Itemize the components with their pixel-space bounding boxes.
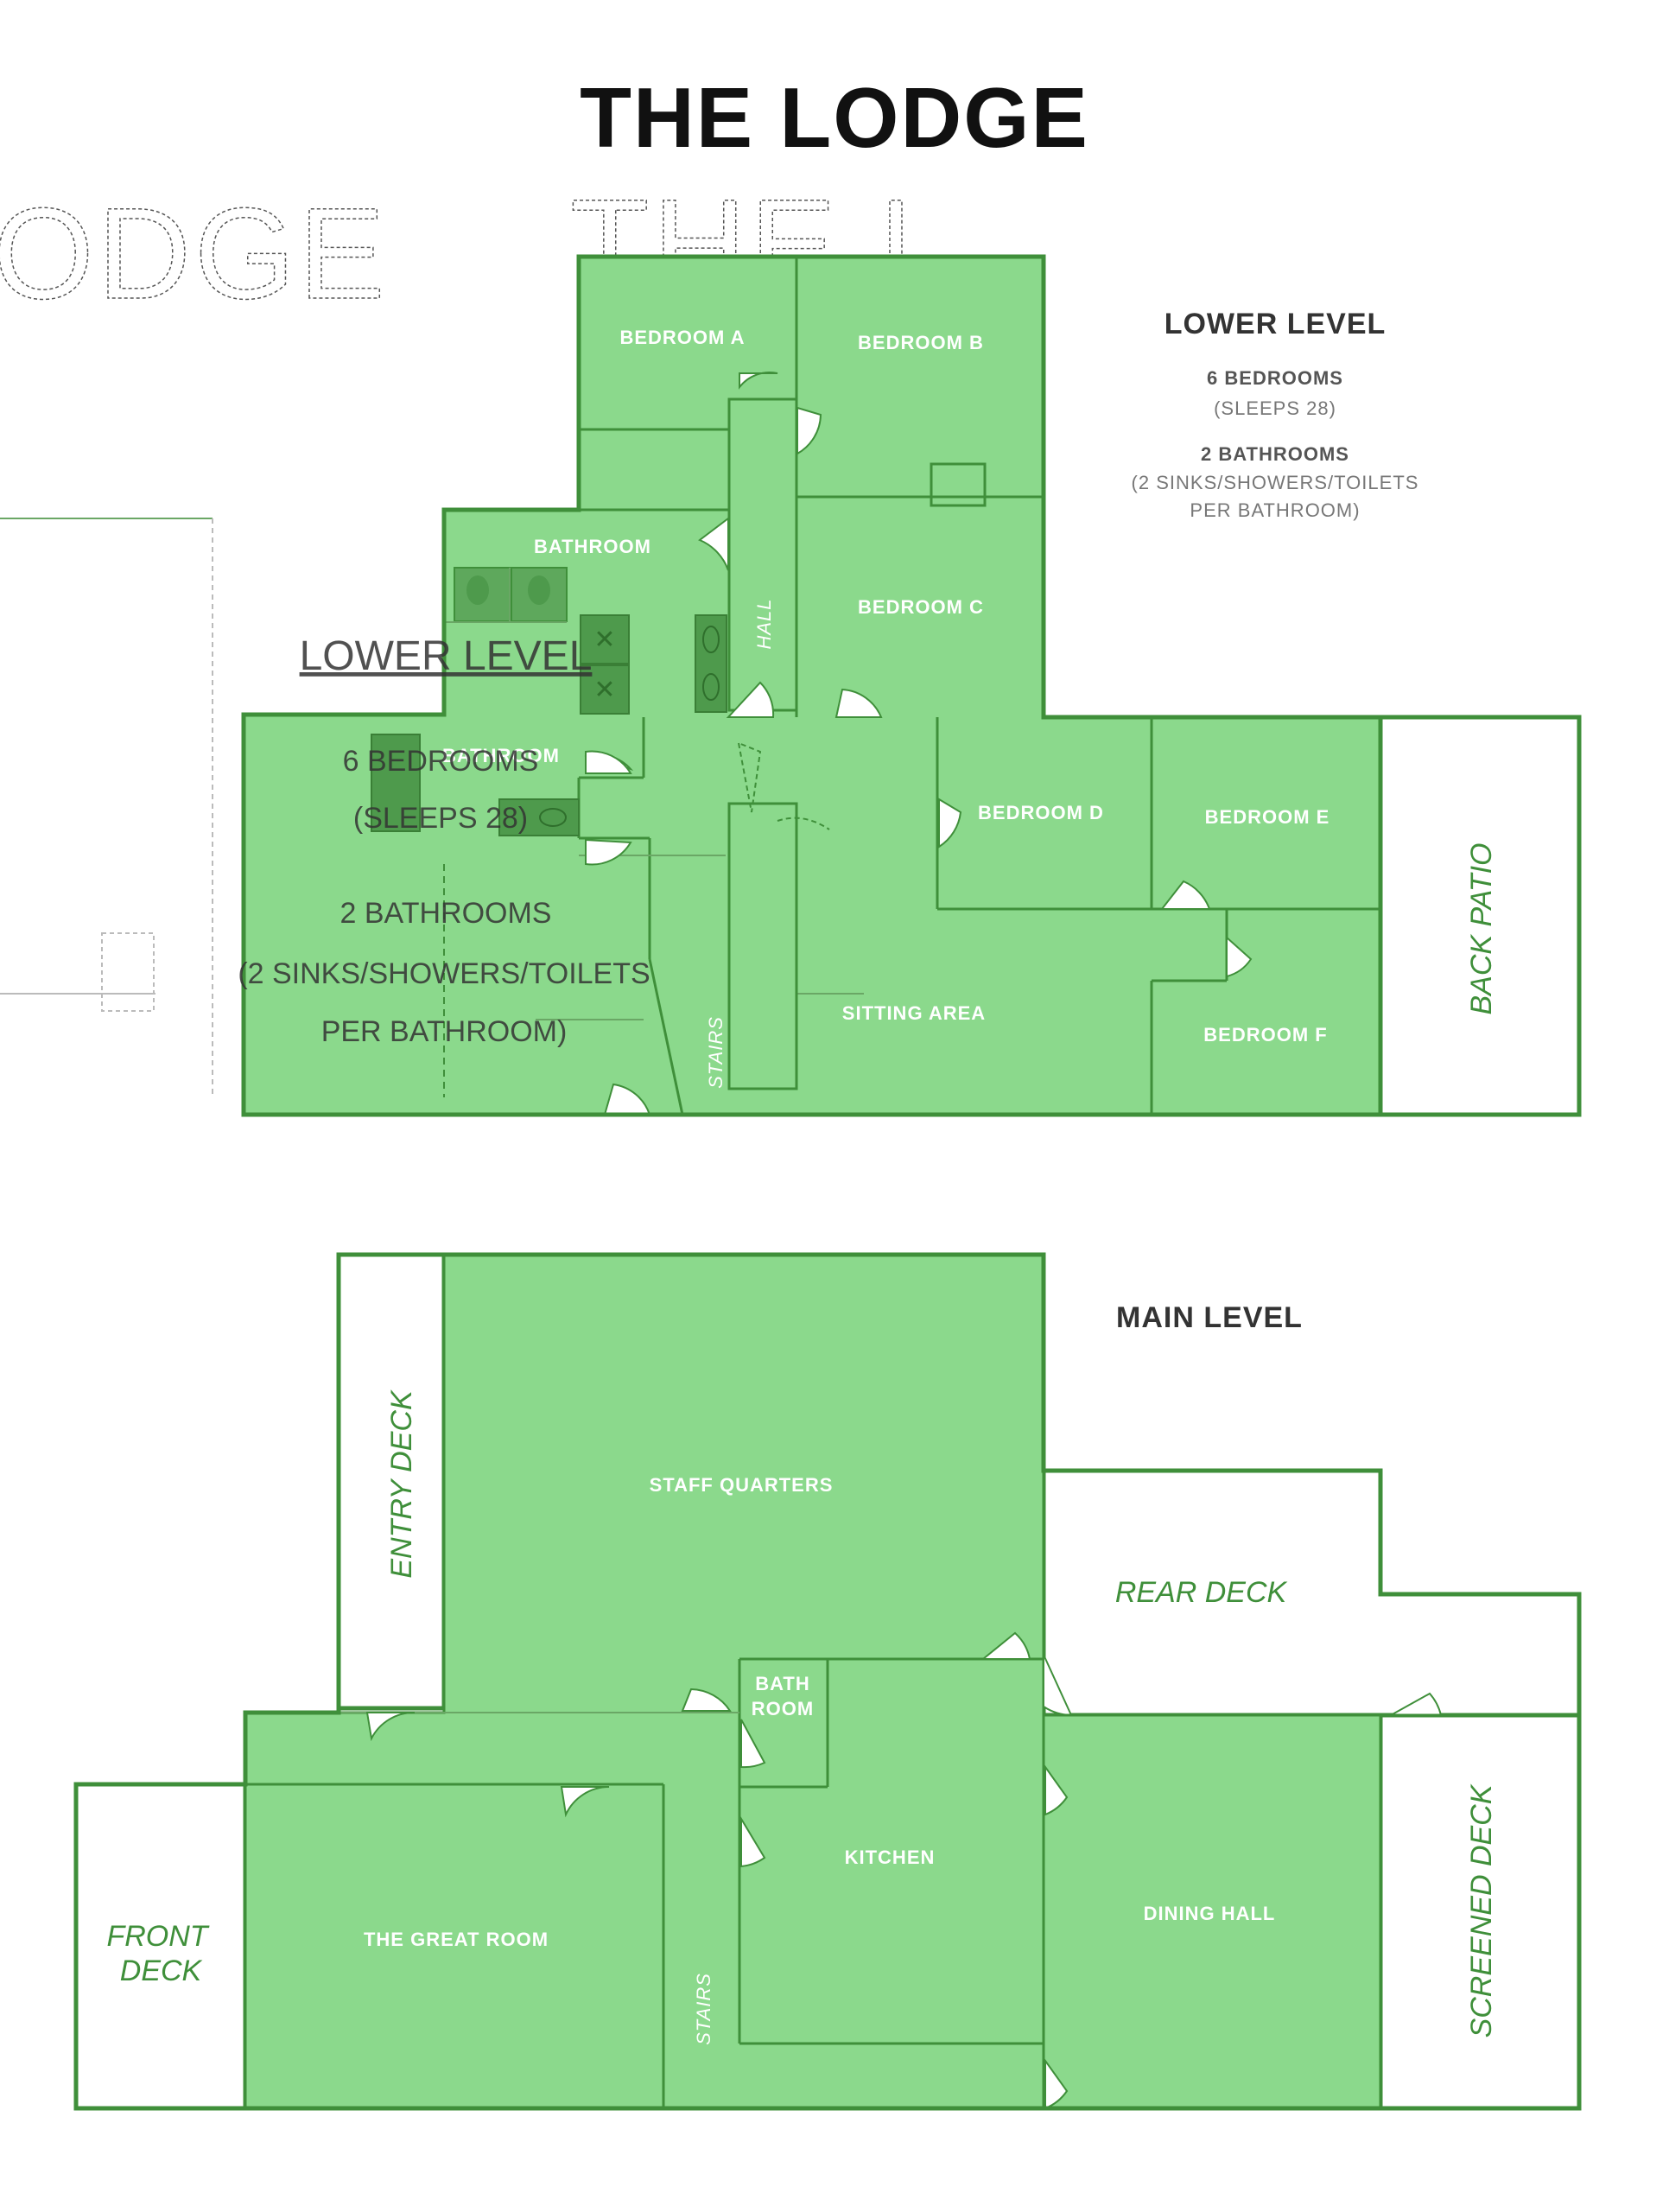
front-deck <box>73 1782 248 2111</box>
label-rear-deck: REAR DECK <box>1115 1576 1288 1609</box>
ghost-legend-bath-detail-1: (2 SINKS/SHOWERS/TOILETS <box>238 957 650 990</box>
label-bathroom-upper: BATHROOM <box>534 536 651 557</box>
ghost-legend-sleeps: (SLEEPS 28) <box>353 802 528 835</box>
svg-text:✕: ✕ <box>593 676 615 704</box>
legend-lower-bathrooms: 2 BATHROOMS <box>1201 443 1349 465</box>
page-title: THE LODGE <box>580 70 1089 165</box>
ghost-legend-heading: LOWER LEVEL <box>300 633 593 679</box>
main-doors <box>365 1631 1443 2110</box>
label-front-deck-line1: FRONT <box>106 1920 209 1953</box>
label-lower-stairs: STAIRS <box>705 1016 727 1089</box>
hall-corridor <box>727 397 798 712</box>
main-level-plan: STAFF QUARTERS ENTRY DECK REAR DECK BATH… <box>73 1252 1582 2111</box>
lower-doors <box>584 372 1253 1116</box>
label-front-deck-line2: DECK <box>120 1955 203 1987</box>
label-bedroom-f: BEDROOM F <box>1203 1024 1327 1046</box>
legend-main-heading: MAIN LEVEL <box>1116 1301 1303 1334</box>
label-bath-room-line1: BATH <box>755 1673 809 1694</box>
ghost-legend-bathrooms: 2 BATHROOMS <box>340 897 552 930</box>
label-bath-room-line2: ROOM <box>752 1698 814 1719</box>
label-kitchen: KITCHEN <box>845 1847 936 1868</box>
label-bathroom-lower: BATHROOM <box>442 745 560 766</box>
label-great-room: THE GREAT ROOM <box>364 1929 549 1950</box>
bathroom-fixtures: ✕ ✕ <box>371 567 727 836</box>
legend-lower-bath-detail-2: PER BATHROOM) <box>1190 499 1360 521</box>
label-staff-quarters: STAFF QUARTERS <box>650 1474 834 1496</box>
label-bedroom-b: BEDROOM B <box>858 332 984 353</box>
legend-lower-sleeps: (SLEEPS 28) <box>1214 397 1336 419</box>
lower-level-legend: LOWER LEVEL 6 BEDROOMS (SLEEPS 28) 2 BAT… <box>1132 308 1419 521</box>
label-sitting-area: SITTING AREA <box>842 1002 986 1024</box>
lower-stairs-block <box>727 802 798 1090</box>
legend-lower-bath-detail-1: (2 SINKS/SHOWERS/TOILETS <box>1132 472 1419 493</box>
ghost-outline <box>0 518 213 1097</box>
label-hall: HALL <box>753 598 775 649</box>
lower-level-plan: ✕ ✕ <box>241 254 1582 1117</box>
label-screened-deck: SCREENED DECK <box>1465 1783 1498 2037</box>
label-back-patio: BACK PATIO <box>1465 842 1498 1014</box>
label-main-stairs: STAIRS <box>693 1973 714 2045</box>
legend-lower-bedrooms: 6 BEDROOMS <box>1207 367 1343 389</box>
label-dining-hall: DINING HALL <box>1144 1903 1276 1924</box>
label-bedroom-d: BEDROOM D <box>978 802 1104 823</box>
label-bedroom-c: BEDROOM C <box>858 596 984 618</box>
ghost-legend-bedrooms: 6 BEDROOMS <box>343 745 539 778</box>
ghost-title-left: ODGE <box>0 181 389 326</box>
ghost-legend-bath-detail-2: PER BATHROOM) <box>321 1015 568 1048</box>
label-entry-deck: ENTRY DECK <box>385 1389 418 1579</box>
svg-text:✕: ✕ <box>593 626 615 654</box>
back-patio <box>1378 715 1582 1117</box>
legend-lower-heading: LOWER LEVEL <box>1164 308 1387 340</box>
label-bedroom-e: BEDROOM E <box>1205 806 1330 828</box>
ghost-legend: LOWER LEVEL 6 BEDROOMS (SLEEPS 28) 2 BAT… <box>238 633 650 1048</box>
label-bedroom-a: BEDROOM A <box>619 327 745 348</box>
